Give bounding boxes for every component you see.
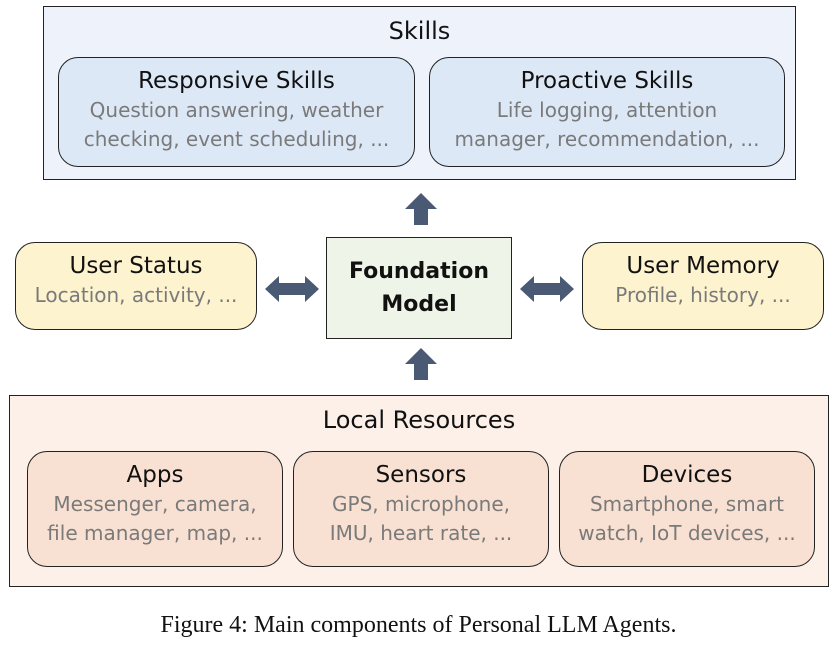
- double-arrow-status-icon: [265, 276, 319, 302]
- user-status-desc: Location, activity, ...: [34, 283, 238, 307]
- proactive-skills-desc-1: Life logging, attention: [496, 98, 718, 122]
- proactive-skills-box: Proactive Skills Life logging, attention…: [429, 57, 785, 167]
- foundation-model-line-1: Foundation: [348, 259, 489, 284]
- foundation-model-line-2: Model: [381, 292, 457, 317]
- arrow-up-to-foundation-icon: [405, 348, 437, 380]
- foundation-model-box: Foundation Model: [326, 237, 512, 339]
- devices-desc-1: Smartphone, smart: [589, 492, 785, 516]
- apps-box: Apps Messenger, camera, file manager, ma…: [27, 451, 283, 567]
- sensors-title: Sensors: [375, 462, 467, 488]
- sensors-desc-2: IMU, heart rate, ...: [329, 521, 513, 545]
- devices-box: Devices Smartphone, smart watch, IoT dev…: [559, 451, 815, 567]
- devices-desc-2: watch, IoT devices, ...: [578, 521, 796, 545]
- figure-caption: Figure 4: Main components of Personal LL…: [160, 612, 677, 638]
- apps-desc-1: Messenger, camera,: [53, 492, 257, 516]
- local-resources-frame: Local Resources Apps Messenger, camera, …: [9, 395, 829, 587]
- user-memory-title: User Memory: [626, 253, 780, 279]
- responsive-skills-box: Responsive Skills Question answering, we…: [58, 57, 415, 167]
- double-arrow-memory-icon: [520, 276, 574, 302]
- devices-title: Devices: [641, 462, 733, 488]
- arrow-up-to-skills-icon: [405, 193, 437, 225]
- skills-frame: Skills Responsive Skills Question answer…: [43, 6, 796, 180]
- proactive-skills-title: Proactive Skills: [520, 68, 694, 94]
- user-status-box: User Status Location, activity, ...: [15, 242, 257, 330]
- responsive-skills-desc-1: Question answering, weather: [89, 98, 384, 122]
- apps-title: Apps: [126, 462, 184, 488]
- responsive-skills-title: Responsive Skills: [138, 68, 335, 94]
- user-status-title: User Status: [69, 253, 203, 279]
- proactive-skills-desc-2: manager, recommendation, ...: [454, 127, 760, 151]
- user-memory-desc: Profile, history, ...: [615, 283, 791, 307]
- user-memory-box: User Memory Profile, history, ...: [582, 242, 824, 330]
- local-resources-title: Local Resources: [322, 406, 516, 434]
- apps-desc-2: file manager, map, ...: [47, 521, 263, 545]
- skills-title: Skills: [388, 17, 451, 45]
- sensors-desc-1: GPS, microphone,: [332, 492, 510, 516]
- responsive-skills-desc-2: checking, event scheduling, ...: [83, 127, 390, 151]
- sensors-box: Sensors GPS, microphone, IMU, heart rate…: [293, 451, 549, 567]
